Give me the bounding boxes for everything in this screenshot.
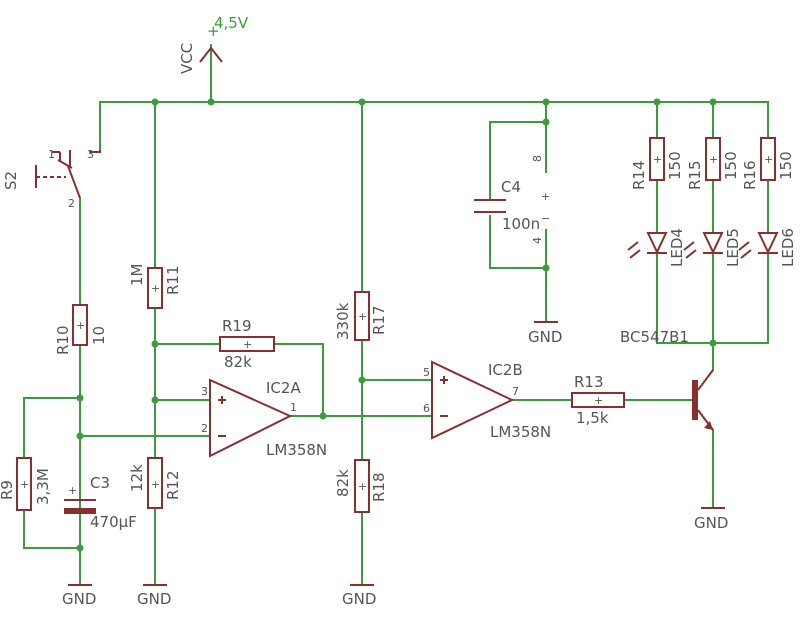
led-4: LED4 bbox=[627, 228, 686, 267]
led6-name: LED6 bbox=[779, 228, 797, 267]
transistor-name: BC547B1 bbox=[620, 328, 689, 346]
resistor-r14: + R14 150 bbox=[630, 137, 684, 190]
ic2a-pin-minus: 2 bbox=[201, 422, 208, 435]
resistor-r16: + R16 150 bbox=[741, 137, 795, 190]
r17-value: 330k bbox=[334, 302, 352, 340]
led4-name: LED4 bbox=[668, 228, 686, 267]
svg-text:+: + bbox=[653, 153, 662, 166]
r13-name: R13 bbox=[574, 373, 604, 391]
ground-gnd-2: GND bbox=[137, 584, 171, 608]
r12-value: 12k bbox=[128, 464, 146, 492]
capacitor-c4: C4 100n bbox=[474, 178, 540, 233]
r10-value: 10 bbox=[90, 326, 108, 345]
r17-name: R17 bbox=[370, 305, 388, 335]
svg-text:+: + bbox=[151, 282, 160, 295]
r19-value: 82k bbox=[224, 353, 252, 371]
r9-value: 3,3M bbox=[34, 468, 52, 505]
gnd-label-1: GND bbox=[62, 590, 96, 608]
c3-plus: + bbox=[68, 484, 77, 497]
r14-name: R14 bbox=[630, 160, 648, 190]
gnd-label-5: GND bbox=[694, 514, 728, 532]
ground-gnd-1: GND bbox=[62, 584, 96, 608]
capacitor-c3: + C3 470µF bbox=[64, 474, 137, 531]
wires bbox=[23, 44, 769, 586]
supply-pin-8: 8 bbox=[531, 155, 544, 162]
resistor-r15: + R15 150 bbox=[686, 137, 740, 190]
supply-sign-plus: + bbox=[541, 190, 550, 203]
led-6: LED6 bbox=[738, 228, 797, 267]
resistor-r19: + R19 82k bbox=[219, 317, 275, 371]
resistor-r17: + 330k R17 bbox=[334, 291, 388, 341]
r19-name: R19 bbox=[222, 317, 252, 335]
r16-name: R16 bbox=[741, 160, 759, 190]
ground-gnd-3: GND bbox=[342, 584, 376, 608]
c4-name: C4 bbox=[501, 178, 521, 196]
opamp-ic2b: 5 6 7 IC2B LM358N bbox=[423, 360, 551, 441]
ground-gnd-4: GND bbox=[528, 321, 562, 346]
ic2a-pin-plus: 3 bbox=[201, 385, 208, 398]
svg-text:+: + bbox=[594, 394, 603, 407]
ic2b-pin-plus: 5 bbox=[423, 366, 430, 379]
gnd-label-2: GND bbox=[137, 590, 171, 608]
vcc-voltage-label: 4,5V bbox=[214, 14, 249, 32]
r9-name: R9 bbox=[0, 480, 16, 500]
gnd-label-4: GND bbox=[528, 328, 562, 346]
svg-text:+: + bbox=[243, 338, 252, 351]
svg-text:+: + bbox=[358, 480, 367, 493]
resistor-r18: + 82k R18 bbox=[334, 459, 388, 513]
svg-text:+: + bbox=[76, 319, 85, 332]
r15-value: 150 bbox=[722, 151, 740, 180]
r14-value: 150 bbox=[666, 151, 684, 180]
s2-pin3: 3 bbox=[87, 148, 94, 161]
c4-value: 100n bbox=[502, 215, 540, 233]
r13-value: 1,5k bbox=[576, 409, 609, 427]
r15-name: R15 bbox=[686, 160, 704, 190]
gnd-label-3: GND bbox=[342, 590, 376, 608]
ic2b-name: IC2B bbox=[488, 361, 523, 379]
ic2a-part: LM358N bbox=[266, 441, 327, 459]
transistor-bc547b1: BC547B1 bbox=[620, 328, 714, 431]
svg-text:+: + bbox=[358, 310, 367, 323]
s2-pin1: 1 bbox=[48, 148, 55, 161]
c3-name: C3 bbox=[90, 474, 110, 492]
svg-text:+: + bbox=[151, 478, 160, 491]
supply-sign-minus: − bbox=[541, 212, 550, 225]
resistor-r10: + R10 10 bbox=[54, 304, 108, 355]
resistor-r9: + R9 3,3M bbox=[0, 457, 52, 511]
resistor-r12: + 12k R12 bbox=[128, 457, 182, 509]
vcc-plus: + bbox=[207, 22, 220, 40]
r11-value: 1M bbox=[128, 264, 146, 287]
svg-text:+: + bbox=[20, 478, 29, 491]
svg-text:+: + bbox=[764, 153, 773, 166]
r10-name: R10 bbox=[54, 325, 72, 355]
r11-name: R11 bbox=[164, 265, 182, 295]
vcc-symbol: + 4,5V VCC bbox=[178, 14, 249, 74]
ic2a-name: IC2A bbox=[266, 379, 301, 397]
led-5: LED5 bbox=[683, 228, 742, 267]
supply-pin-4: 4 bbox=[531, 237, 544, 244]
r18-name: R18 bbox=[370, 472, 388, 502]
ic2a-pin-out: 1 bbox=[290, 401, 297, 414]
ic2b-part: LM358N bbox=[490, 423, 551, 441]
junctions bbox=[76, 98, 717, 552]
ic2b-pin-out: 7 bbox=[512, 385, 519, 398]
led5-name: LED5 bbox=[724, 228, 742, 267]
vcc-name-label: VCC bbox=[178, 43, 196, 74]
r12-name: R12 bbox=[164, 470, 182, 500]
s2-name-label: S2 bbox=[2, 171, 20, 190]
r16-value: 150 bbox=[777, 151, 795, 180]
switch-s2: 1 2 3 S2 bbox=[2, 148, 101, 210]
ground-gnd-5: GND bbox=[694, 507, 728, 532]
svg-text:+: + bbox=[709, 153, 718, 166]
resistor-r11: + 1M R11 bbox=[128, 264, 182, 309]
opamp-supply-pins: 8 + − 4 bbox=[531, 155, 550, 244]
r18-value: 82k bbox=[334, 469, 352, 497]
resistor-r13: + R13 1,5k bbox=[571, 373, 625, 427]
opamp-ic2a: 3 2 1 IC2A LM358N bbox=[201, 378, 327, 459]
s2-pin2: 2 bbox=[68, 197, 75, 210]
ic2b-pin-minus: 6 bbox=[423, 402, 430, 415]
c3-value: 470µF bbox=[90, 513, 137, 531]
